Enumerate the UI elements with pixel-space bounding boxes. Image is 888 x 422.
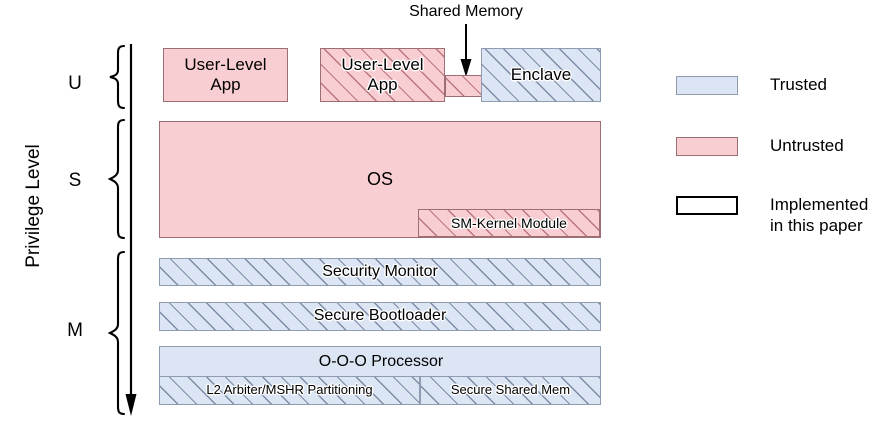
- legend-label: Implemented in this paper: [770, 195, 869, 236]
- privilege-level-m-label: M: [67, 320, 83, 341]
- legend-item-implemented: Implemented in this paper: [676, 195, 869, 239]
- legend-swatch-untrusted: [676, 137, 738, 156]
- block-label: Security Monitor: [322, 262, 438, 280]
- block-label: L2 Arbiter/MSHR Partitioning: [206, 382, 373, 398]
- legend-swatch-implemented: [676, 196, 738, 215]
- block-secure-bootloader[interactable]: Secure Bootloader: [159, 302, 601, 331]
- block-label: OS: [366, 169, 393, 190]
- shared-memory-label: Shared Memory: [409, 3, 523, 20]
- block-user-level-app-trusted[interactable]: User-Level App: [163, 48, 288, 102]
- brace-level-u: [100, 44, 126, 115]
- block-label: User-Level App: [184, 55, 267, 94]
- block-secure-shared-mem[interactable]: Secure Shared Mem: [420, 376, 600, 404]
- legend-item-untrusted: Untrusted: [676, 136, 844, 158]
- legend-label: Trusted: [770, 75, 828, 94]
- privilege-level-axis-title: Privilege Level: [23, 144, 44, 268]
- privilege-level-u-label: U: [68, 73, 82, 94]
- brace-level-s: [100, 118, 126, 245]
- block-label: Secure Bootloader: [313, 307, 447, 325]
- block-security-monitor[interactable]: Security Monitor: [159, 258, 601, 286]
- block-shared-memory-connector[interactable]: [445, 75, 483, 97]
- privilege-direction-arrow-icon: [125, 44, 139, 416]
- privilege-level-s-label: S: [68, 170, 82, 191]
- block-label: O-O-O Processor: [318, 352, 444, 370]
- legend-label: Untrusted: [770, 136, 844, 155]
- block-enclave[interactable]: Enclave: [481, 48, 601, 102]
- brace-level-m: [100, 250, 126, 421]
- shared-memory-arrow-icon: [459, 24, 473, 78]
- block-user-level-app-untrusted[interactable]: User-Level App: [320, 48, 445, 102]
- block-l2-arbiter-mshr-partitioning[interactable]: L2 Arbiter/MSHR Partitioning: [160, 376, 420, 404]
- block-label: Enclave: [510, 65, 572, 85]
- legend-swatch-trusted: [676, 76, 738, 95]
- block-label: SM-Kernel Module: [451, 214, 567, 231]
- legend-item-trusted: Trusted: [676, 75, 828, 97]
- block-label: Secure Shared Mem: [450, 382, 571, 398]
- block-sm-kernel-module[interactable]: SM-Kernel Module: [418, 209, 600, 237]
- block-label: User-Level App: [341, 55, 424, 94]
